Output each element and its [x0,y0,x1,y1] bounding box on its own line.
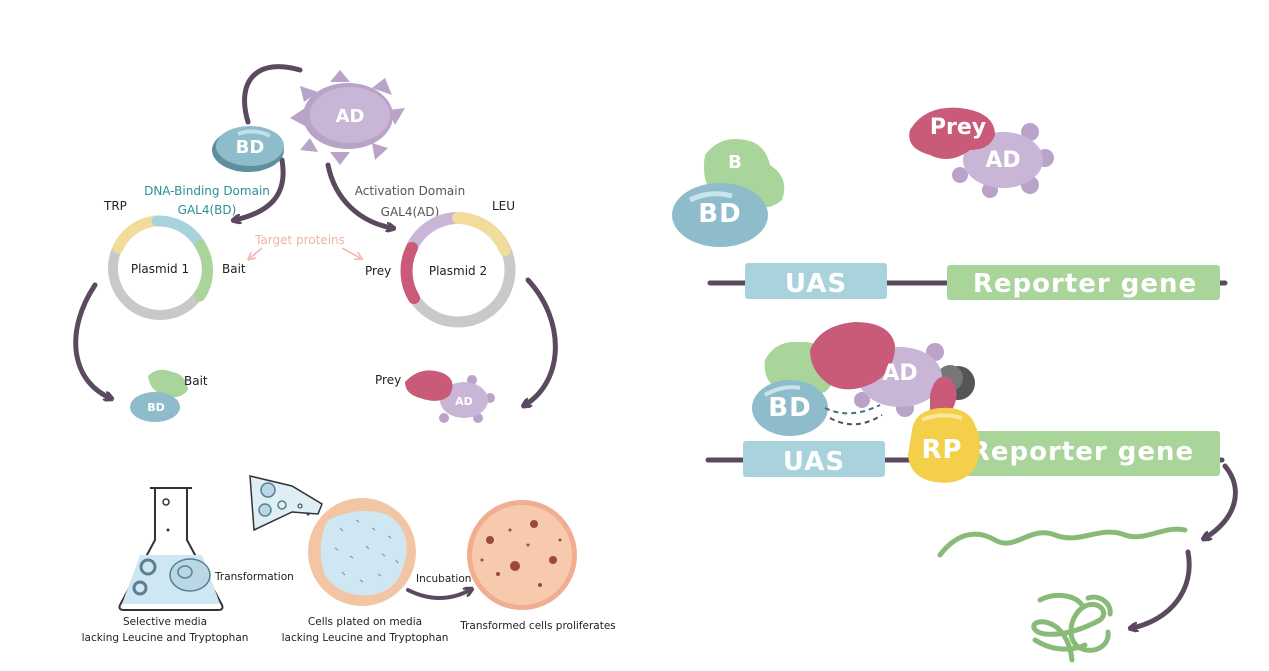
arrow-ad-to-plasmid2 [325,162,392,228]
bd-domain-blob: BD [212,126,284,172]
dna-binding-domain-label: DNA-Binding Domain [144,184,270,198]
selective-media-line2: lacking Leucine and Tryptophan [82,632,249,644]
arrow-translation [1132,549,1192,628]
prey-ad-protein: AD [405,370,495,423]
dna-bottom: UAS Reporter gene [705,431,1225,477]
ad-bottom-label: AD [882,361,917,386]
target-proteins-label: Target proteins [254,233,345,247]
gal4-bd-label: GAL4(BD) [178,203,237,217]
bd-label: BD [236,137,265,158]
arrow-incubation [406,590,470,600]
b-label: B [728,152,742,173]
flask [118,487,224,611]
uas-top-label: UAS [785,269,847,299]
transformation-label: Transformation [214,571,294,583]
arrow-bd-to-plasmid1 [235,157,286,220]
bait-bd-complex-top: B BD [672,139,785,247]
uas-bottom-label: UAS [783,447,845,477]
ad-small-label: AD [455,395,473,408]
plate-cells-plated [308,498,416,606]
plate-proliferated [467,500,577,610]
arrow-plasmid2-down [525,277,558,405]
reporter-bottom-label: Reporter gene [970,437,1194,467]
rp-label: RP [921,435,962,465]
plasmid-2: Plasmid 2 [400,212,516,328]
leu-label: LEU [492,199,515,213]
arrow-transcription [1205,463,1238,538]
cells-plated-line1: Cells plated on media [308,616,422,628]
prey-small-label: Prey [375,373,401,387]
reporter-top-label: Reporter gene [973,269,1197,299]
plasmid1-label: Plasmid 1 [131,262,189,276]
cells-plated-line2: lacking Leucine and Tryptophan [282,632,449,644]
selective-media-line1: Selective media [123,616,207,628]
bd-small-label: BD [147,401,165,414]
ad-domain-blob: AD [290,70,405,165]
trp-label: TRP [103,199,127,213]
arrow-ad-to-bd [242,64,303,125]
mrna-strand [937,526,1188,558]
plasmid-1: Plasmid 1 [108,215,214,320]
arrow-plasmid1-down [73,282,110,398]
target-arrow-left [250,247,263,258]
prey-ad-complex-top: Prey AD [909,107,1054,198]
incubation-label: Incubation [416,573,471,585]
bd-top-label: BD [698,199,741,229]
target-arrow-right [341,247,360,258]
gal4-ad-label: GAL4(AD) [381,205,440,219]
protein-product [1031,592,1113,663]
bait-small-label: Bait [184,374,208,388]
bait-bd-protein: BD [130,369,188,422]
transformed-label: Transformed cells proliferates [459,620,616,632]
interaction-complex: AD BD RP [752,322,980,483]
bait-label: Bait [222,262,246,276]
ad-top-label: AD [985,148,1020,173]
plasmid2-label: Plasmid 2 [429,264,487,278]
prey-top-label: Prey [930,115,986,140]
activation-domain-label: Activation Domain [355,184,465,198]
dna-top: UAS Reporter gene [707,263,1228,300]
pouring-tube [249,475,323,532]
ad-label: AD [336,106,365,127]
prey-label: Prey [365,264,391,278]
bd-bottom-label: BD [768,393,811,423]
